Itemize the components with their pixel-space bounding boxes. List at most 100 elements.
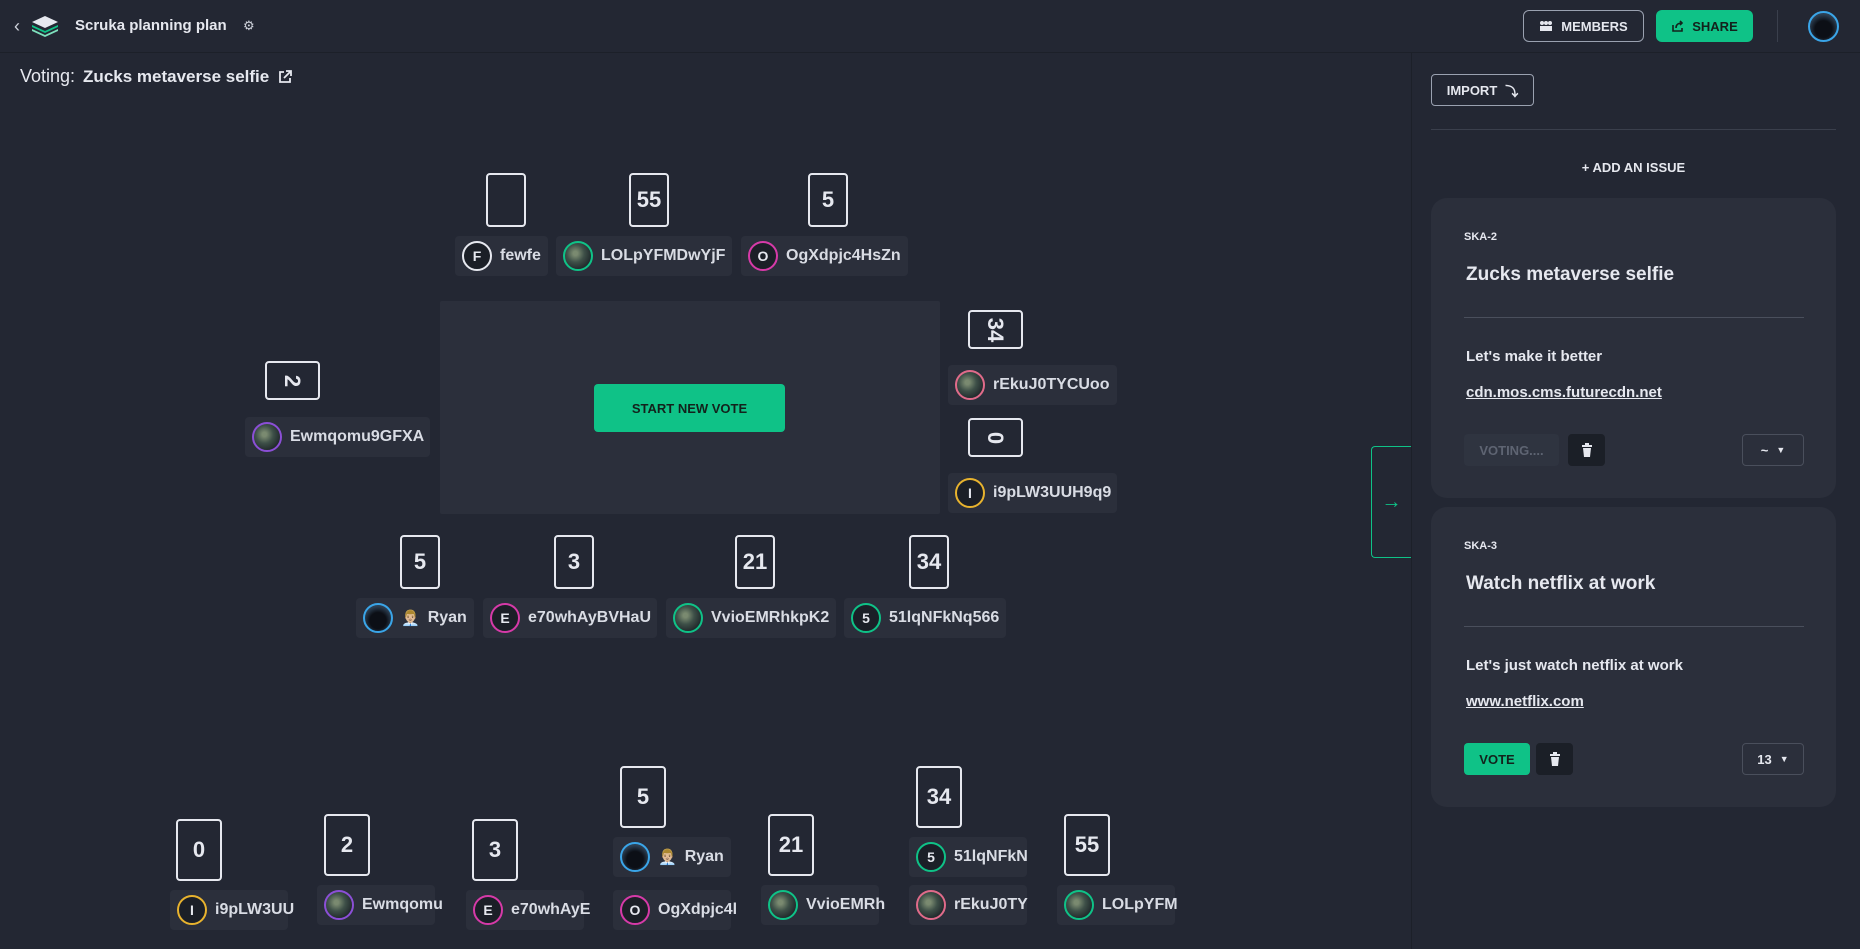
external-link-icon[interactable] [277, 69, 293, 85]
delete-trash-icon[interactable] [1536, 743, 1573, 775]
delete-trash-icon[interactable] [1568, 434, 1605, 466]
player-emoji: 👨🏼‍💼 [401, 610, 420, 627]
player-name: rEkuJ0TY [954, 896, 1028, 913]
player-chip: E e70whAyBVHaU [483, 598, 657, 638]
collapse-panel-arrow-icon[interactable]: → [1371, 446, 1411, 558]
back-chevron-icon[interactable]: ‹ [14, 16, 20, 36]
player-card-value: 34 [983, 317, 1009, 342]
player-avatar: 5 [916, 842, 946, 872]
result-card: 21 [768, 814, 814, 876]
issue-link[interactable]: cdn.mos.cms.futurecdn.net [1466, 384, 1662, 401]
app-logo-icon[interactable] [30, 14, 60, 38]
voting-heading: Voting: Zucks metaverse selfie [20, 66, 293, 87]
player-name: fewfe [500, 247, 541, 264]
player-name: Ewmqomu [362, 896, 443, 913]
player-name: VvioEMRhkpK2 [711, 609, 830, 626]
player-avatar: E [490, 603, 520, 633]
story-points-value: 13 [1757, 751, 1772, 767]
player-name: Ryan [684, 848, 724, 865]
player-avatar: O [748, 241, 778, 271]
issue-divider [1464, 317, 1804, 318]
player-name: 51lqNFkN [954, 848, 1028, 865]
result-card: 5 [620, 766, 666, 828]
issue-card[interactable]: SKA-2 Zucks metaverse selfie Let's make … [1431, 198, 1836, 498]
player-card: 5 [400, 535, 440, 589]
player-avatar [252, 422, 282, 452]
issue-description: Let's make it better [1466, 348, 1603, 365]
player-card: 5 [808, 173, 848, 227]
members-button[interactable]: MEMBERS [1523, 10, 1644, 42]
player-card: 55 [629, 173, 669, 227]
issue-link[interactable]: www.netflix.com [1466, 693, 1584, 710]
result-player-chip: I i9pLW3UU [170, 890, 294, 930]
player-name: Ryan [427, 609, 467, 626]
add-issue-button[interactable]: + ADD AN ISSUE [1581, 160, 1686, 175]
player-card [486, 173, 526, 227]
player-name: LOLpYFMDwYjF [601, 247, 726, 264]
story-points-select[interactable]: 13 ▼ [1742, 743, 1804, 775]
player-emoji: 👨🏼‍💼 [658, 849, 677, 866]
import-label: IMPORT [1446, 82, 1498, 98]
player-card: 21 [735, 535, 775, 589]
player-chip: rEkuJ0TYCUoo [948, 365, 1117, 405]
members-label: MEMBERS [1561, 18, 1628, 34]
share-button[interactable]: SHARE [1656, 10, 1753, 42]
player-name: 51lqNFkNq566 [889, 609, 1000, 626]
share-icon [1672, 19, 1684, 32]
result-card: 0 [176, 819, 222, 881]
player-avatar: F [462, 241, 492, 271]
result-card: 55 [1064, 814, 1110, 876]
result-player-chip: VvioEMRh [761, 885, 885, 925]
settings-gear-icon[interactable]: ⚙ [243, 18, 255, 33]
player-avatar [768, 890, 798, 920]
player-card-value: 2 [280, 374, 306, 387]
story-points-select[interactable]: ~ ▼ [1742, 434, 1804, 466]
player-name: VvioEMRh [806, 896, 886, 913]
result-player-chip: LOLpYFM [1057, 885, 1178, 925]
top-bar: ‹ Scruka planning plan ⚙ MEMBERS SHARE [0, 0, 1860, 53]
player-avatar [620, 842, 650, 872]
player-card: 3 [554, 535, 594, 589]
player-name: OgXdpjc4l [658, 901, 738, 918]
issue-card[interactable]: SKA-3 Watch netflix at work Let's just w… [1431, 507, 1836, 807]
result-card: 2 [324, 814, 370, 876]
player-card: 0 [968, 418, 1023, 457]
player-avatar [1064, 890, 1094, 920]
player-card: 34 [909, 535, 949, 589]
player-avatar [916, 890, 946, 920]
player-avatar: E [473, 895, 503, 925]
issue-title: Watch netflix at work [1466, 573, 1656, 594]
result-player-chip: Ewmqomu [317, 885, 443, 925]
chevron-down-icon: ▼ [1776, 445, 1786, 455]
player-avatar: 5 [851, 603, 881, 633]
issue-title: Zucks metaverse selfie [1466, 264, 1675, 285]
vote-button[interactable]: VOTE [1464, 743, 1530, 775]
header-divider [1777, 10, 1778, 42]
start-new-vote-button[interactable]: START NEW VOTE [594, 384, 785, 432]
player-avatar [673, 603, 703, 633]
player-card-value: 0 [983, 431, 1009, 444]
voting-prefix: Voting: [20, 66, 76, 86]
user-avatar[interactable] [1808, 11, 1839, 42]
player-chip: F fewfe [455, 236, 548, 276]
result-player-chip: 5 51lqNFkN [909, 837, 1028, 877]
import-arrow-icon: ⤵ [1505, 83, 1519, 99]
player-chip: 👨🏼‍💼 Ryan [356, 598, 474, 638]
player-name: i9pLW3UUH9q9 [993, 484, 1112, 501]
voting-button[interactable]: VOTING.... [1464, 434, 1559, 466]
player-avatar [324, 890, 354, 920]
player-avatar [955, 370, 985, 400]
player-name: i9pLW3UU [215, 901, 295, 918]
people-icon [1540, 21, 1553, 31]
player-avatar: I [955, 478, 985, 508]
player-name: e70whAyBVHaU [528, 609, 652, 626]
result-card: 34 [916, 766, 962, 828]
player-name: rEkuJ0TYCUoo [993, 376, 1110, 393]
result-player-chip: 👨🏼‍💼 Ryan [613, 837, 731, 877]
player-chip: O OgXdpjc4HsZn [741, 236, 908, 276]
player-chip: 5 51lqNFkNq566 [844, 598, 1006, 638]
import-button[interactable]: IMPORT ⤵ [1431, 74, 1534, 106]
player-chip: LOLpYFMDwYjF [556, 236, 732, 276]
chevron-down-icon: ▼ [1779, 754, 1789, 764]
player-name: e70whAyE [511, 901, 591, 918]
